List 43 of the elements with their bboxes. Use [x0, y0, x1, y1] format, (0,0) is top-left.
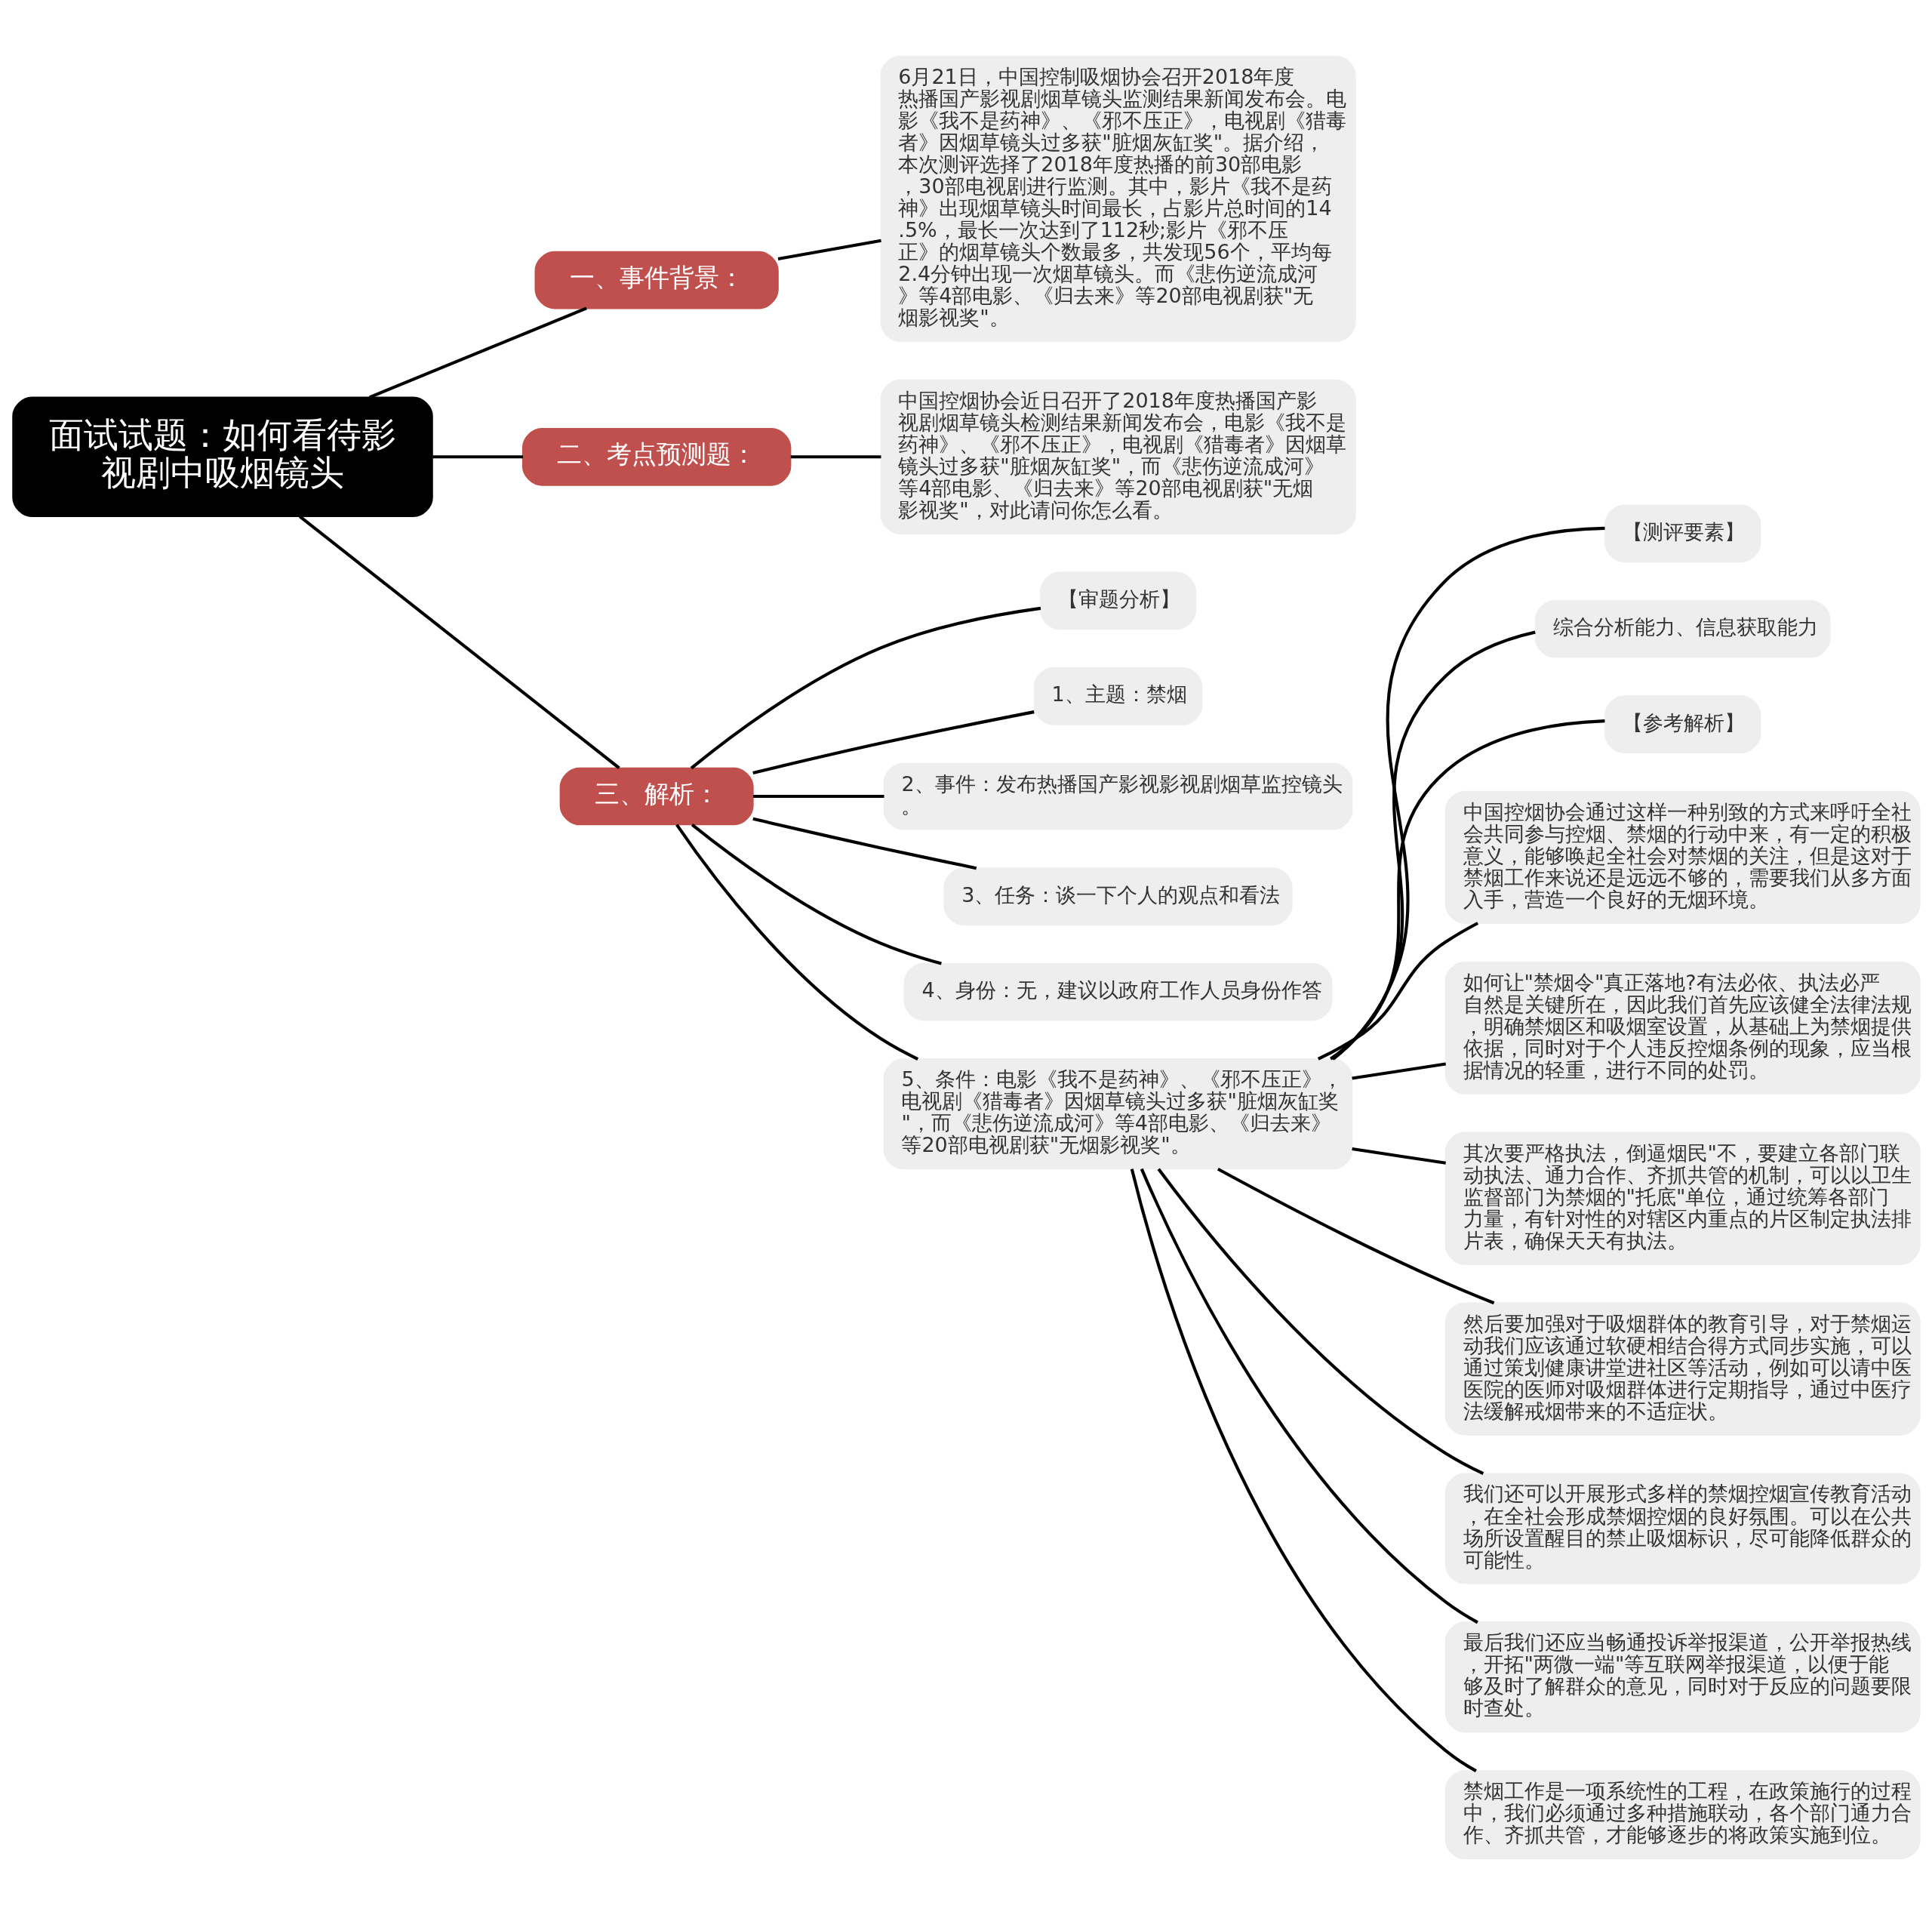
node-box: 最后我们还应当畅通投诉举报渠道，公开举报热线，开拓"两微一端"等互联网举报渠道，以便于能够及时了解群众的意见，同时对于反应的问题要限时查处。: [1444, 1621, 1921, 1733]
connector: [1351, 1147, 1446, 1165]
node-box: 【审题分析】: [1039, 571, 1196, 630]
node-box: 面试试题：如何看待影视剧中吸烟镜头: [11, 396, 433, 518]
connector: [1157, 1168, 1484, 1476]
connector: [1217, 1167, 1494, 1305]
node-box: 我们还可以开展形式多样的禁烟控烟宣传教育活动，在全社会形成禁烟控烟的良好氛围。可以在公共场所设置醒目的禁止吸烟标识，尽可能降低群众的可能性。: [1444, 1473, 1921, 1584]
node-box: 3、任务：谈一下个人的观点和看法: [943, 867, 1293, 925]
connector: [691, 824, 942, 965]
node-box: 三、解析：: [559, 767, 754, 826]
connector: [752, 794, 884, 799]
connector: [1331, 630, 1536, 1061]
connector: [752, 817, 977, 870]
connector: [1317, 922, 1478, 1061]
connector: [1130, 1168, 1477, 1772]
node-box: 中国控烟协会近日召开了2018年度热播国产影视剧烟草镜头检测结果新闻发布会，电影《我不是药神》、《邪不压正》，电视剧《猎毒者》因烟草镜头过多获"脏烟灰缸奖"，而《悲伤逆流成河》等4部电影、《归去来》等20部电视剧获"无烟影视奖"，对此请问你怎么看。: [880, 379, 1356, 534]
node-box: 然后要加强对于吸烟群体的教育引导，对于禁烟运动我们应该通过软硬相结合得方式同步实施，可以通过策划健康讲堂进社区等活动，例如可以请中医医院的医师对吸烟群体进行定期指导，通过中医疗法缓解戒烟带来的不适症状。: [1444, 1302, 1921, 1436]
node-box: 如何让"禁烟令"真正落地?有法必依、执法必严自然是关键所在，因此我们首先应该健全法律法规，明确禁烟区和吸烟室设置，从基础上为禁烟提供依据，同时对于个人违反控烟条例的现象，应当根据情况的轻重，进行不同的处罚。: [1444, 961, 1921, 1095]
node-box: 二、考点预测题：: [521, 427, 791, 486]
connector: [1332, 526, 1605, 1061]
connector: [790, 455, 881, 459]
node-box: 中国控烟协会通过这样一种别致的方式来呼吁全社会共同参与控烟、禁烟的行动中来，有一定的积极意义，能够唤起全社会对禁烟的关注，但是这对于禁烟工作来说还是远远不够的，需要我们从多方面入手，营造一个良好的无烟环境。: [1444, 790, 1921, 924]
node-box: 综合分析能力、信息获取能力: [1534, 599, 1831, 658]
node-box: 6月21日，中国控制吸烟协会召开2018年度热播国产影视剧烟草镜头监测结果新闻发布会。电影《我不是药神》、《邪不压正》，电视剧《猎毒者》因烟草镜头过多获"脏烟灰缸奖"。据介绍，本次测评选择了2018年度热播的前30部电影，30部电视剧进行监测。其中，影片《我不是药神》出现烟草镜头时间最长，占影片总时间的14.5%，最长一次达到了112秒;影片《邪不压正》的烟草镜头个数最多，共发现56个，平均每2.4分钟出现一次烟草镜头。而《悲伤逆流成河》等4部电影、《归去来》等20部电视剧获"无烟影视奖"。: [880, 55, 1356, 342]
connector: [368, 306, 587, 399]
connector: [690, 606, 1041, 770]
node-box: 禁烟工作是一项系统性的工程，在政策施行的过程中，我们必须通过多种措施联动，各个部门通力合作、齐抓共管，才能够逐步的将政策实施到位。: [1444, 1770, 1921, 1860]
connector: [432, 455, 523, 459]
node-box: 4、身份：无，建议以政府工作人员身份作答: [903, 962, 1332, 1021]
node-box: 1、主题：禁烟: [1033, 667, 1202, 725]
node-box: 【参考解析】: [1604, 695, 1761, 754]
node-box: 一、事件背景：: [534, 251, 779, 309]
connector: [298, 515, 620, 770]
node-box: 【测评要素】: [1604, 504, 1761, 563]
node-box: 5、条件：电影《我不是药神》、《邪不压正》，电视剧《猎毒者》因烟草镜头过多获"脏烟灰缸奖"，而《悲伤逆流成河》等4部电影、《归去来》等20部电视剧获"无烟影视奖"。: [883, 1058, 1352, 1170]
connector: [752, 710, 1035, 774]
connector: [675, 824, 918, 1061]
connector: [777, 239, 881, 260]
node-box: 其次要严格执法，倒逼烟民"不，要建立各部门联动执法、通力合作、齐抓共管的机制，可以以卫生监督部门为禁烟的"托底"单位，通过统筹各部门力量，有针对性的对辖区内重点的片区制定执法排片表，确保天天有执法。: [1444, 1131, 1921, 1265]
connector: [1140, 1168, 1478, 1624]
connector: [1329, 719, 1605, 1061]
connector: [1351, 1062, 1446, 1080]
node-box: 2、事件：发布热播国产影视影视剧烟草监控镜头。: [883, 762, 1352, 830]
